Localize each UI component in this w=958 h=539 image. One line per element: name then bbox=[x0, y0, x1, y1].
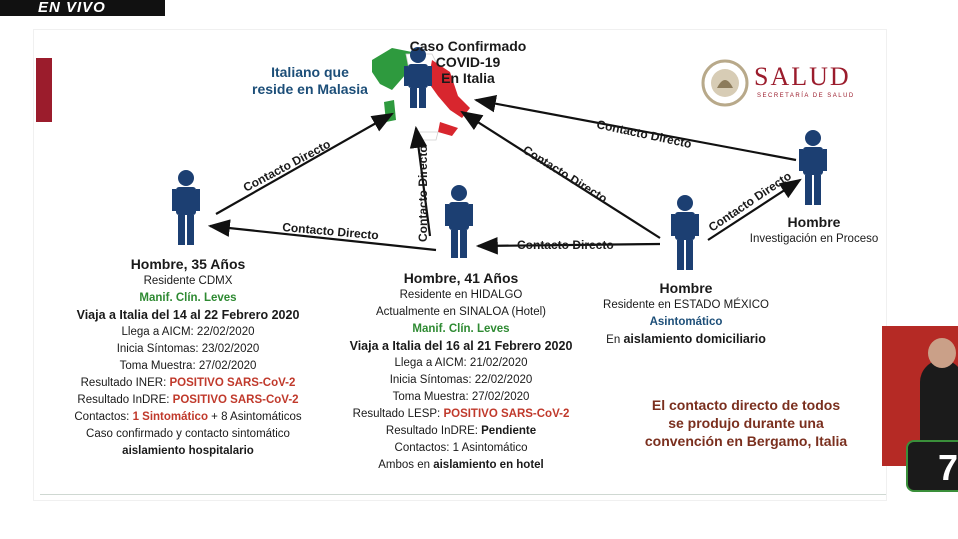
person-icon-center bbox=[404, 47, 432, 108]
case4-details: Hombre Investigación en Proceso bbox=[734, 214, 894, 248]
edge-label-1: Contacto Directo bbox=[241, 137, 333, 195]
arrow-case2-to-case1 bbox=[207, 219, 437, 252]
broadcast-timer: 7: bbox=[906, 440, 958, 492]
edge-label-3: Contacto Directo bbox=[416, 145, 430, 242]
live-badge: EN VIVO bbox=[0, 0, 165, 16]
case2-title: Hombre, 41 Años bbox=[403, 270, 519, 286]
case3-details: Hombre Residente en ESTADO MÉXICO Asinto… bbox=[588, 280, 784, 349]
case2-details: Hombre, 41 Años Residente en HIDALGO Act… bbox=[316, 270, 606, 474]
arrow-case3-to-center bbox=[460, 110, 661, 239]
arrow-case2-to-center bbox=[409, 125, 432, 237]
edge-label-4: Contacto Directo bbox=[517, 238, 614, 252]
center-case-side-label: Italiano que reside en Malasia bbox=[252, 64, 368, 97]
mexico-seal-icon bbox=[701, 59, 749, 107]
case1-title: Hombre, 35 Años bbox=[130, 256, 246, 272]
arrow-case1-to-center bbox=[215, 112, 394, 215]
salud-logo-text: SALUD bbox=[754, 62, 851, 91]
person-icon-case2 bbox=[445, 185, 473, 258]
arrow-case3-to-case4 bbox=[707, 178, 802, 241]
salud-logo-subtitle: SECRETARÍA DE SALUD bbox=[757, 93, 855, 99]
person-icon-case4 bbox=[799, 130, 827, 205]
case3-title: Hombre bbox=[659, 280, 713, 296]
person-icon-case1 bbox=[172, 170, 200, 245]
slide-bottom-divider bbox=[40, 494, 886, 495]
person-icon-case3 bbox=[671, 195, 699, 270]
center-case-title: Caso Confirmado COVID-19 En Italia bbox=[409, 38, 527, 86]
arrow-case3-to-case2 bbox=[475, 236, 661, 255]
arrow-case4-to-center bbox=[473, 94, 797, 162]
edge-label-6: Contacto Directo bbox=[595, 117, 692, 151]
case1-details: Hombre, 35 Años Residente CDMX Manif. Cl… bbox=[48, 256, 328, 460]
edge-label-5: Contacto Directo bbox=[520, 143, 609, 206]
interpreter-head bbox=[928, 338, 956, 368]
case4-title: Hombre bbox=[787, 214, 841, 230]
slide-accent-tab bbox=[36, 58, 52, 122]
convention-note: El contacto directo de todos se produjo … bbox=[644, 397, 848, 449]
